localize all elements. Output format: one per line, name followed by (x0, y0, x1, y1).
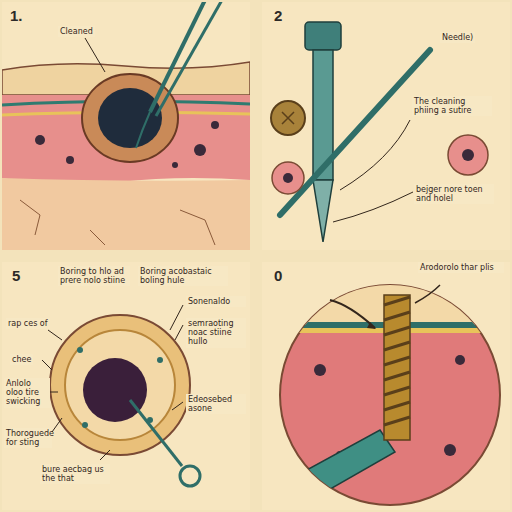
part-label: Cleaned (58, 26, 95, 37)
needle-figure (271, 22, 488, 242)
part-label: bejger nore toen and holel (414, 184, 494, 204)
callout-number: 0 (272, 266, 284, 285)
part-label: Edeosebed asone (186, 394, 246, 414)
part-label: Needle) (440, 32, 475, 43)
callout-number: 5 (10, 266, 22, 285)
screw-insertion (270, 285, 510, 512)
part-label: Thoroguede for sting (4, 428, 52, 448)
part-label: Boring to hlo ad prere nolo stiine (58, 266, 130, 286)
part-label: Sonenaldo (186, 296, 246, 307)
part-label: Anlolo oloo tire swicking (4, 378, 50, 408)
part-label: Boring acobastaic boling hule (138, 266, 228, 286)
part-label: The cleaning phiing a sutire (412, 96, 492, 116)
hole-closeup (42, 305, 200, 486)
callout-number: 2 (272, 6, 284, 25)
part-label: chee (10, 354, 33, 365)
part-label: bure aecbag us the that (40, 464, 110, 484)
part-label: Arodorolo thar plis (418, 262, 504, 273)
part-label: semraoting noac stiine hullo (186, 318, 246, 348)
part-label: rap ces of (6, 318, 50, 329)
skin-cross-section (2, 2, 250, 250)
callout-number: 1. (8, 6, 25, 25)
